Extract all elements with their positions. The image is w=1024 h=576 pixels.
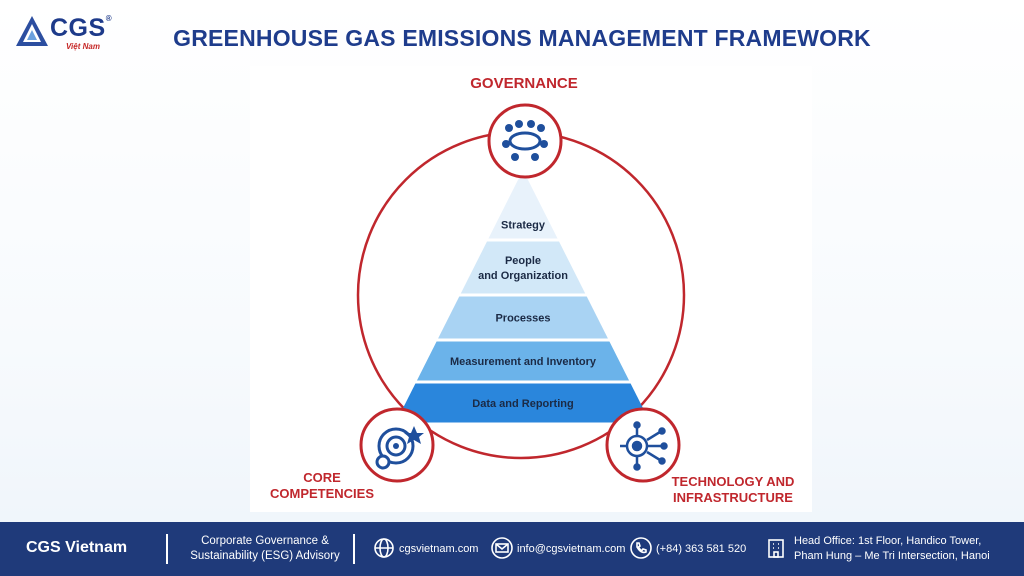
logo-triangle-icon [16,16,48,46]
cgs-logo[interactable]: CGS® Việt Nam [14,12,124,52]
footer-email-link[interactable]: info@cgsvietnam.com [517,543,626,555]
governance-node [487,103,563,179]
footer-brand: CGS Vietnam [26,539,128,556]
building-icon [768,539,784,558]
email-icon [491,537,513,559]
meeting-table-icon [502,120,548,161]
technology-node [605,407,681,483]
footer-description: Corporate Governance & Sustainability (E… [190,535,340,562]
footer-phone[interactable]: (+84) 363 581 520 [656,543,747,555]
pyramid-tier-label: and Organization [478,270,568,282]
footer-website-link[interactable]: cgsvietnam.com [399,543,479,555]
logo-text: CGS® [50,14,113,42]
pyramid-tier [488,170,558,239]
footer-divider [353,534,355,564]
pyramid-tier-label: Strategy [501,219,546,231]
pyramid-tier-label: Processes [495,313,550,325]
footer-office-address: Head Office: 1st Floor, Handico Tower, P… [794,535,990,562]
page-title: GREENHOUSE GAS EMISSIONS MANAGEMENT FRAM… [173,25,871,51]
technology-label: TECHNOLOGY AND INFRASTRUCTURE [671,474,795,505]
globe-icon [374,538,394,558]
pyramid-tier [438,296,608,339]
footer-divider [166,534,168,564]
target-gear-icon [375,426,424,470]
phone-icon [630,537,652,559]
pyramid-tier-label: Data and Reporting [472,398,573,410]
pyramid-tier-label: People [505,255,541,267]
core-competencies-node [359,407,435,483]
pyramid-tier [395,383,651,423]
footer-bar: CGS Vietnam Corporate Governance & Susta… [0,522,1024,576]
pyramid-tier [460,241,586,294]
pyramid-tier-label: Measurement and Inventory [450,356,597,368]
gear-circuit-icon [620,421,668,471]
logo-subtext: Việt Nam [66,42,100,51]
governance-label: GOVERNANCE [470,75,578,92]
core-competencies-label: CORE COMPETENCIES [269,470,374,501]
pyramid-tier [416,341,630,381]
